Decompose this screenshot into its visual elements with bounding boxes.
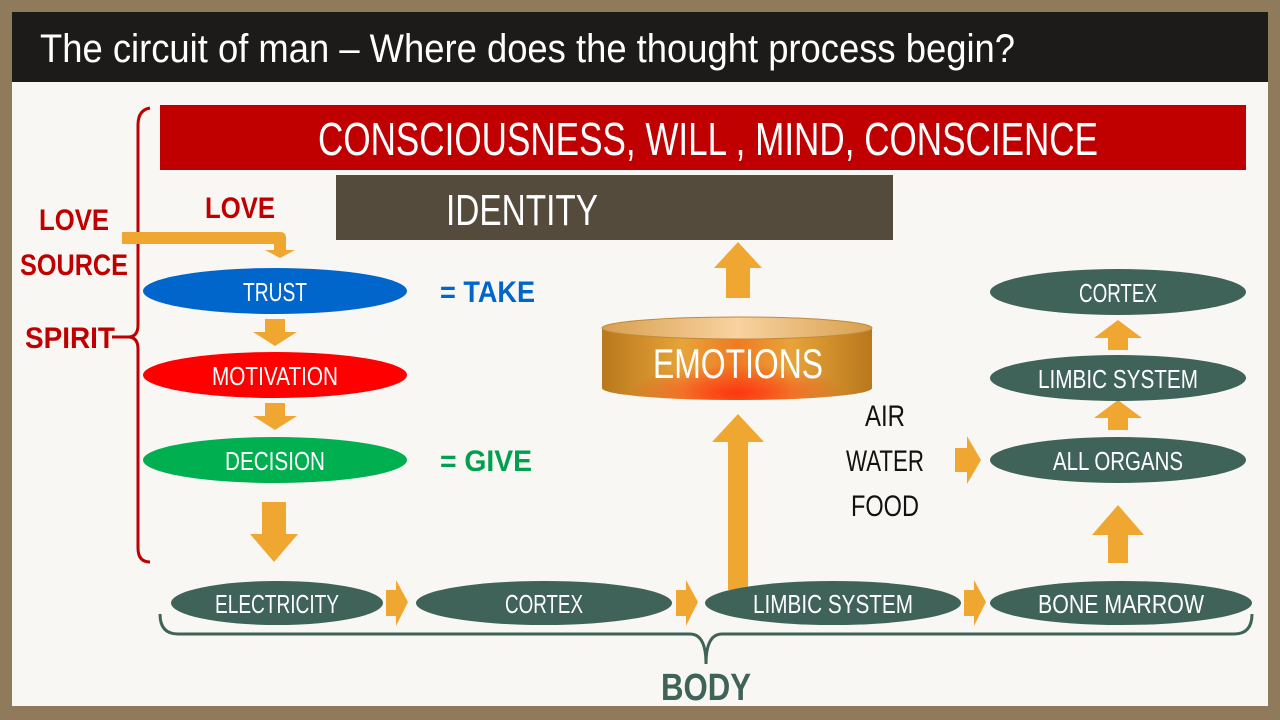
- food-label: FOOD: [851, 490, 919, 523]
- slide-title: The circuit of man – Where does the thou…: [40, 27, 1015, 71]
- decision-text: DECISION: [225, 446, 325, 476]
- love-source-label-2: SOURCE: [20, 249, 128, 282]
- body-limbic-node: [705, 581, 961, 625]
- arrow-right-icon: [386, 580, 408, 626]
- arrow-up-icon: [1094, 400, 1142, 430]
- love-label: LOVE: [205, 192, 275, 225]
- spirit-label: SPIRIT: [25, 322, 115, 355]
- decision-node: [143, 437, 407, 483]
- cortex-node: [990, 269, 1246, 315]
- arrow-down-icon: [253, 403, 297, 430]
- take-label: = TAKE: [440, 276, 535, 309]
- identity-box: [336, 175, 893, 240]
- bone-marrow-text: BONE MARROW: [1038, 589, 1204, 619]
- trust-text: TRUST: [243, 277, 307, 307]
- organs-node: [990, 437, 1246, 483]
- body-cortex-node: [416, 581, 672, 625]
- give-label: = GIVE: [440, 445, 532, 478]
- motivation-text: MOTIVATION: [212, 361, 338, 391]
- trust-node: [143, 268, 407, 314]
- arrow-down-icon: [253, 319, 297, 346]
- arrow-up-icon: [1092, 505, 1144, 563]
- title-bar: [12, 12, 1268, 82]
- motivation-node: [143, 352, 407, 398]
- body-label: BODY: [661, 667, 751, 709]
- cortex-text: CORTEX: [1079, 278, 1157, 308]
- limbic-node: [990, 355, 1246, 401]
- love-source-label-1: LOVE: [39, 204, 109, 237]
- emotions-text: EMOTIONS: [653, 340, 823, 387]
- body-brace: [158, 613, 1254, 665]
- arrows: [250, 242, 1144, 626]
- arrow-right-icon: [964, 580, 986, 626]
- water-label: WATER: [846, 445, 924, 478]
- electricity-node: [171, 581, 383, 625]
- left-labels: LOVE SOURCE SPIRIT LOVE: [20, 192, 275, 355]
- identity-text: IDENTITY: [446, 186, 598, 235]
- limbic-text: LIMBIC SYSTEM: [1038, 364, 1198, 394]
- arrow-down-icon: [250, 502, 298, 562]
- arrow-up-icon: [712, 414, 764, 590]
- right-chain: [990, 269, 1246, 483]
- air-label: AIR: [865, 400, 905, 433]
- emotions-cylinder: EMOTIONS: [601, 316, 873, 400]
- consciousness-text: CONSCIOUSNESS, WILL , MIND, CONSCIENCE: [318, 113, 1098, 165]
- electricity-text: ELECTRICITY: [215, 589, 339, 619]
- body-limbic-text: LIMBIC SYSTEM: [753, 589, 913, 619]
- arrow-right-icon: [676, 580, 698, 626]
- love-arrow: [122, 232, 295, 258]
- body-cortex-text: CORTEX: [505, 589, 583, 619]
- organs-text: ALL ORGANS: [1053, 446, 1183, 476]
- arrow-right-icon: [955, 436, 981, 484]
- bone-marrow-node: [990, 581, 1252, 625]
- arrow-up-icon: [1094, 320, 1142, 350]
- inputs: AIR WATER FOOD: [846, 400, 924, 523]
- arrow-up-icon: [714, 242, 762, 298]
- body-chain: [171, 581, 1252, 625]
- consciousness-bar: [160, 105, 1246, 170]
